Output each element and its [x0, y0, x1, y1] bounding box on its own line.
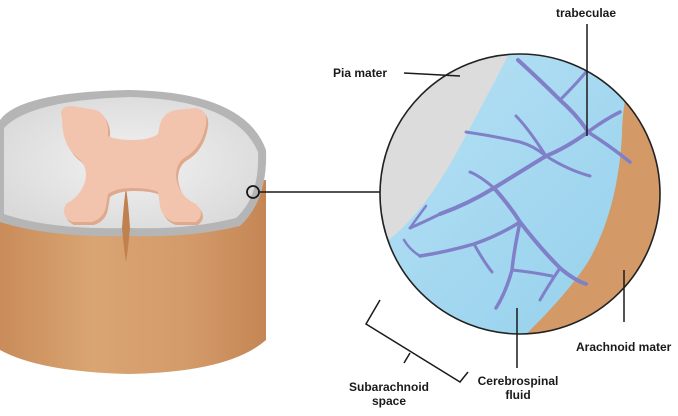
label-csf-line1: Cerebrospinal	[477, 374, 559, 388]
label-arachnoid-mater: Arachnoid mater	[576, 340, 672, 354]
anterior-fissure	[122, 188, 130, 262]
magnify-point-marker	[246, 185, 260, 199]
label-pia-mater: Pia mater	[333, 66, 388, 80]
label-subarachnoid-space: Subarachnoid space	[344, 380, 434, 408]
magnified-view-outline	[379, 53, 661, 335]
grey-matter	[61, 106, 207, 222]
label-trabeculae: trabeculae	[556, 6, 617, 20]
label-subarachnoid-line2: space	[371, 394, 407, 408]
label-csf-line2: fluid	[505, 388, 531, 402]
trabeculae-network	[402, 58, 632, 310]
magnify-connector	[246, 185, 380, 199]
leader-lines	[364, 24, 625, 383]
magnified-view	[380, 54, 660, 334]
spinal-cord-section	[0, 90, 267, 374]
label-cerebrospinal-fluid: Cerebrospinal fluid	[472, 374, 564, 402]
label-subarachnoid-line1: Subarachnoid	[348, 380, 429, 394]
